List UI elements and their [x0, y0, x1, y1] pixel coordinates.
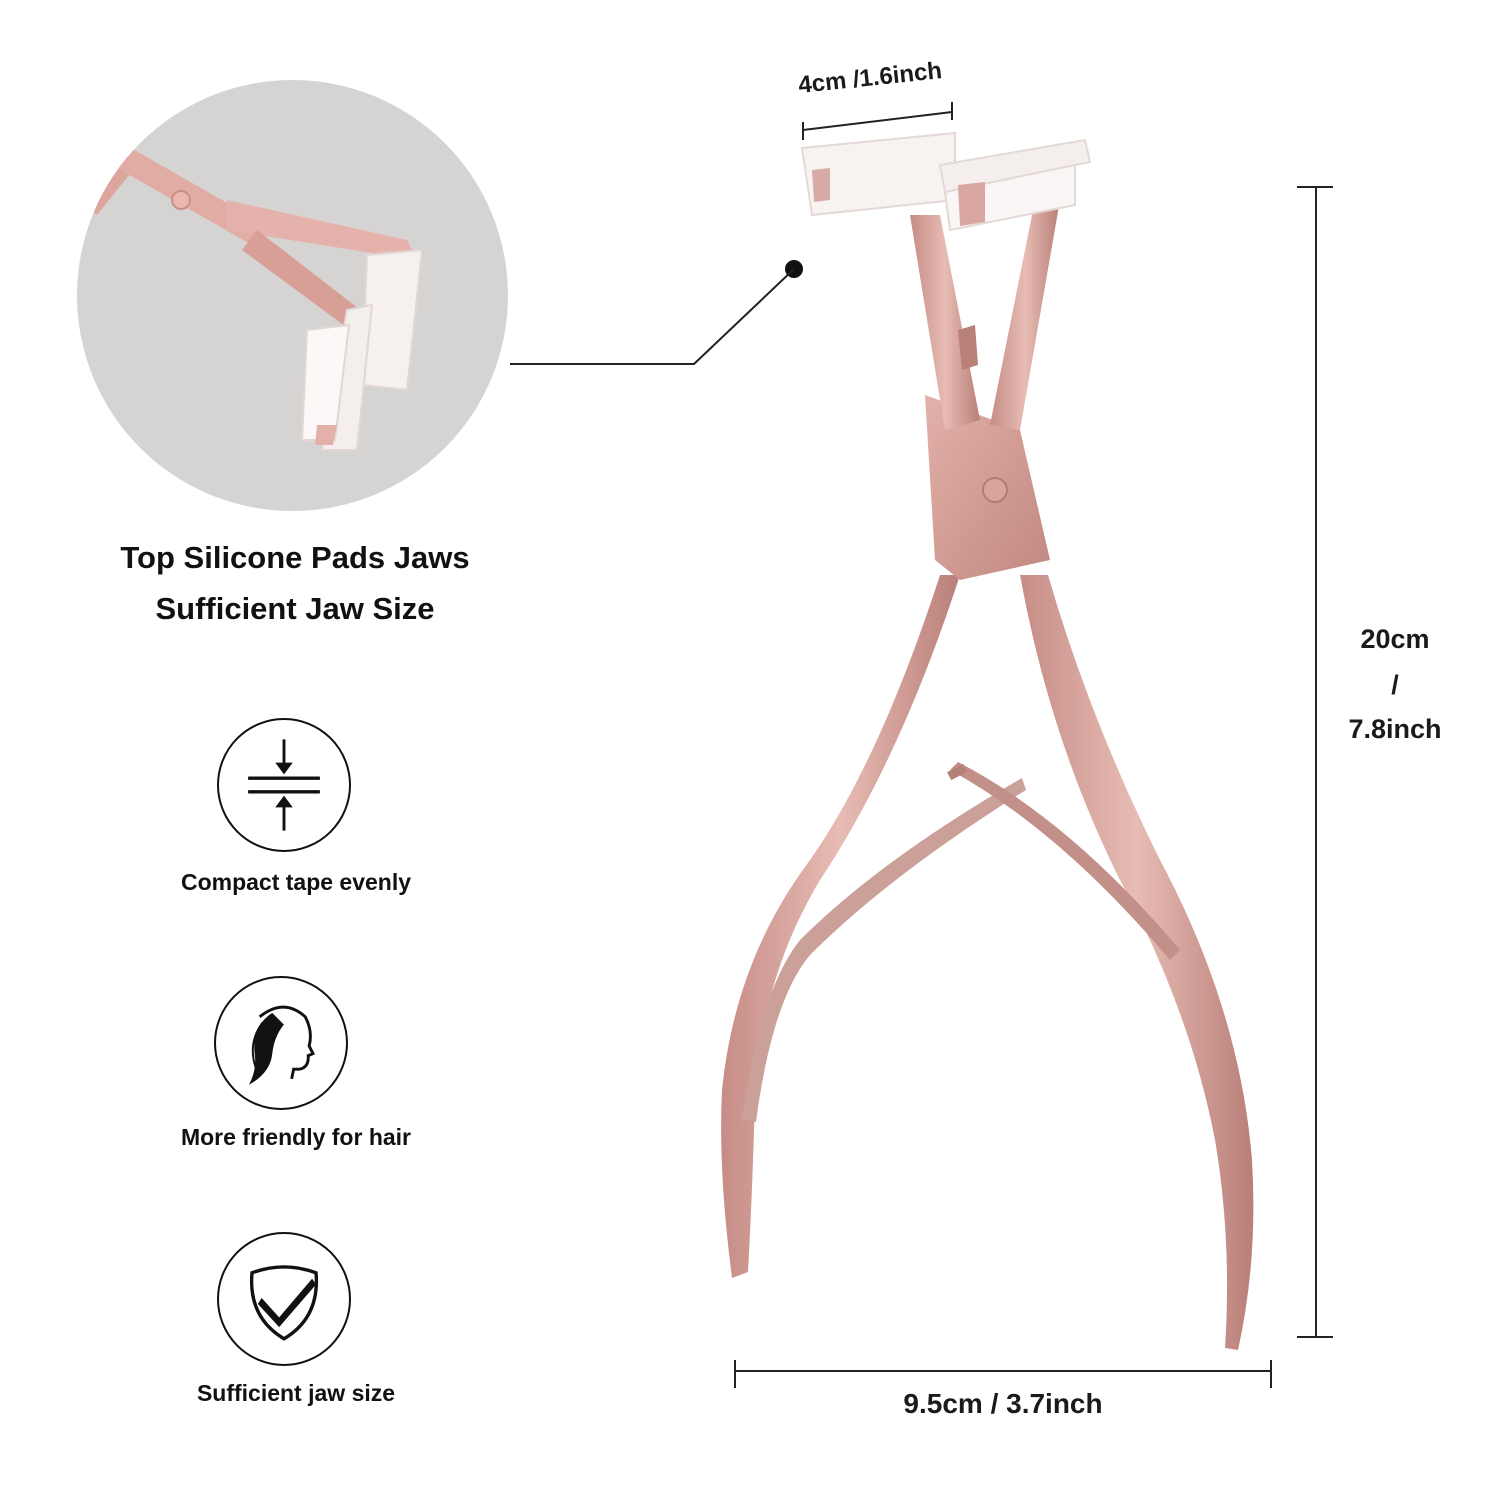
- detail-title-line2: Sufficient Jaw Size: [155, 591, 435, 626]
- feature-label-jaw-size: Sufficient jaw size: [196, 1380, 396, 1406]
- jaw-width-dimension: [802, 102, 953, 140]
- jaw-step: [958, 325, 978, 370]
- detail-title-line1: Top Silicone Pads Jaws: [120, 540, 470, 575]
- height-separator: /: [1391, 670, 1399, 700]
- left-handle: [721, 575, 960, 1278]
- pivot-screw: [982, 477, 1008, 503]
- feature-label-hair: More friendly for hair: [180, 1124, 412, 1150]
- compress-arrows-icon: [217, 718, 351, 852]
- feature-label-compact: Compact tape evenly: [180, 869, 412, 895]
- jaw-detail-circle: [77, 80, 508, 511]
- hair-profile-icon: [214, 976, 348, 1110]
- height-cm-label: 20cm: [1360, 624, 1430, 654]
- right-jaw: [990, 200, 1060, 430]
- left-jaw: [910, 215, 980, 430]
- spring-left: [742, 778, 1026, 1122]
- callout-line: [510, 268, 795, 365]
- right-handle: [1020, 575, 1254, 1350]
- jaw-closeup-image: [77, 140, 424, 451]
- width-dimension: [734, 1360, 1272, 1388]
- width-label: 9.5cm / 3.7inch: [903, 1388, 1103, 1419]
- height-dimension: [1297, 186, 1333, 1338]
- silicone-pads: [800, 131, 1092, 232]
- spring-right: [950, 762, 1180, 960]
- height-inch-label: 7.8inch: [1348, 714, 1442, 744]
- spring-tip: [947, 763, 968, 781]
- shield-check-icon: [217, 1232, 351, 1366]
